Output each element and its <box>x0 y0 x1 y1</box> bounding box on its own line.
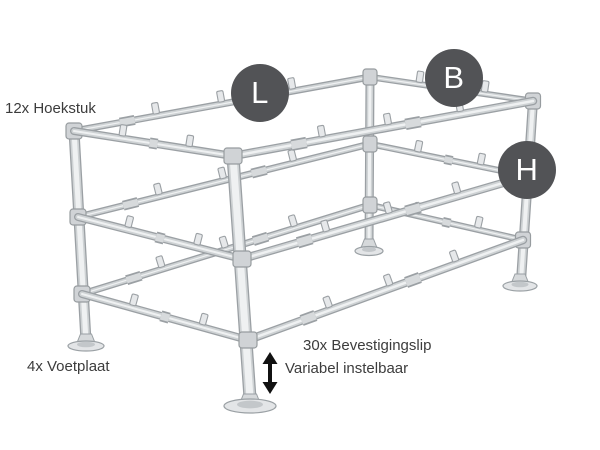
dimension-letter-L: L <box>251 75 269 110</box>
label-foot-plate: 4x Voetplaat <box>27 358 110 375</box>
label-mounting-clip: 30x Bevestigingslip <box>303 337 432 354</box>
dimension-marker-width: B <box>425 49 483 107</box>
adjustable-arrow-icon <box>262 352 278 394</box>
label-adjustable: Variabel instelbaar <box>285 360 409 377</box>
dimension-marker-height: H <box>498 141 556 199</box>
dimension-marker-length: L <box>231 64 289 122</box>
dimension-letter-H: H <box>515 152 539 187</box>
label-corner-piece: 12x Hoekstuk <box>5 100 96 117</box>
dimension-letter-B: B <box>443 60 465 95</box>
